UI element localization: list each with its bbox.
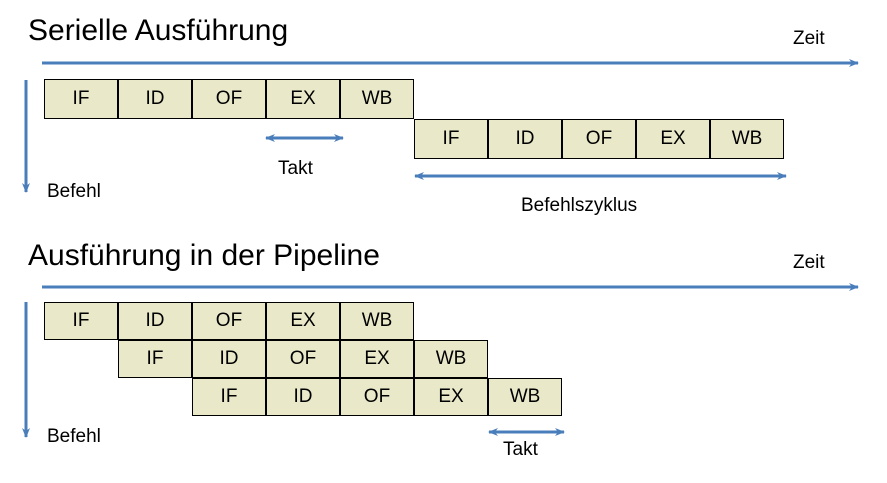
pipeline-stage-cell: ID bbox=[192, 340, 266, 378]
serial-stage-cell: WB bbox=[710, 119, 784, 159]
pipeline-stage-cell: EX bbox=[414, 378, 488, 416]
pipeline-clock-label: Takt bbox=[503, 439, 538, 460]
serial-stage-cell: IF bbox=[44, 79, 118, 119]
pipeline-stage-cell: EX bbox=[340, 340, 414, 378]
pipeline-time-axis-label: Zeit bbox=[793, 252, 825, 273]
pipeline-instruction-axis-label: Befehl bbox=[47, 426, 101, 447]
serial-clock-label: Takt bbox=[278, 158, 313, 179]
serial-stage-cell: ID bbox=[488, 119, 562, 159]
serial-cycle-label: Befehlszyklus bbox=[521, 195, 638, 216]
pipeline-stage-cell: IF bbox=[192, 378, 266, 416]
pipeline-stage-cell: WB bbox=[488, 378, 562, 416]
serial-instruction-axis-label: Befehl bbox=[47, 181, 101, 202]
serial-stage-cell: OF bbox=[562, 119, 636, 159]
pipeline-stage-cell: ID bbox=[118, 302, 192, 340]
pipeline-stage-cell: EX bbox=[266, 302, 340, 340]
serial-stage-cell: WB bbox=[340, 79, 414, 119]
pipeline-stage-cell: IF bbox=[44, 302, 118, 340]
pipeline-stage-cell: OF bbox=[266, 340, 340, 378]
serial-stage-cell: OF bbox=[192, 79, 266, 119]
pipeline-stage-cell: OF bbox=[192, 302, 266, 340]
pipeline-section-title: Ausführung in der Pipeline bbox=[28, 239, 380, 272]
pipeline-stage-cell: WB bbox=[340, 302, 414, 340]
pipeline-stage-cell: ID bbox=[266, 378, 340, 416]
serial-stage-cell: EX bbox=[636, 119, 710, 159]
serial-stage-cell: ID bbox=[118, 79, 192, 119]
pipeline-stage-cell: WB bbox=[414, 340, 488, 378]
pipeline-stage-cell: IF bbox=[118, 340, 192, 378]
serial-stage-cell: IF bbox=[414, 119, 488, 159]
serial-stage-cell: EX bbox=[266, 79, 340, 119]
pipeline-stage-cell: OF bbox=[340, 378, 414, 416]
serial-section-title: Serielle Ausführung bbox=[28, 14, 289, 47]
serial-time-axis-label: Zeit bbox=[793, 28, 825, 49]
